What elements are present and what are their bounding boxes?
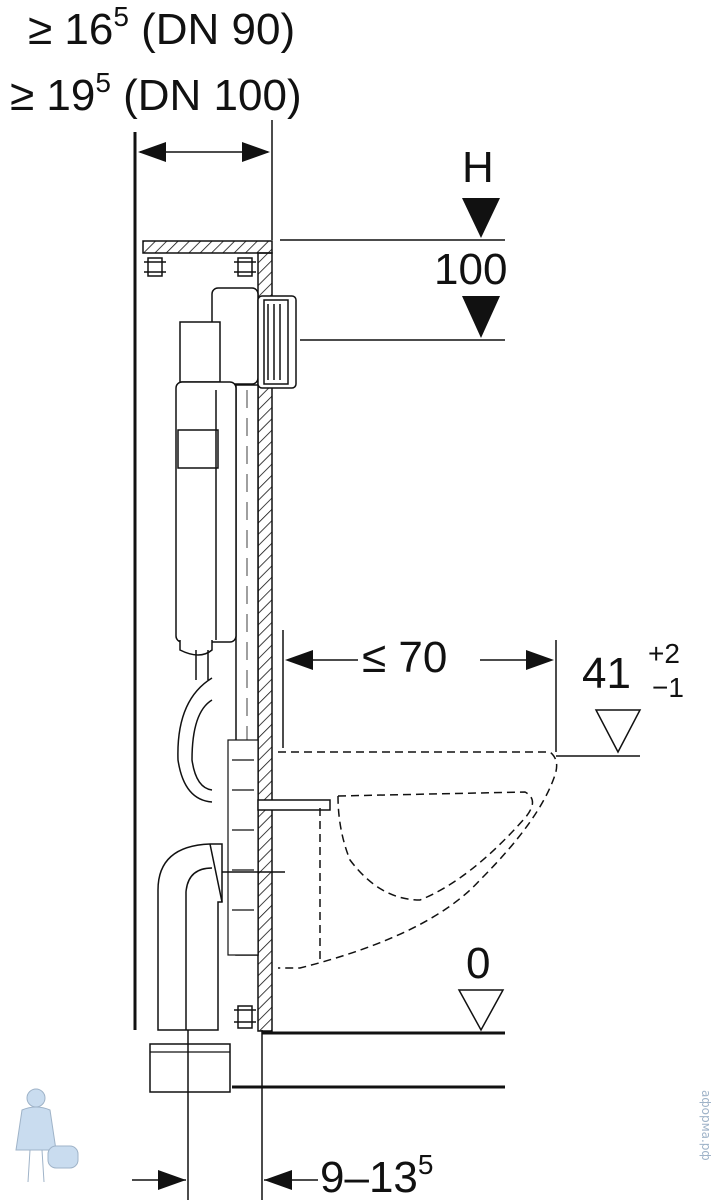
flush-plate-frame — [257, 295, 297, 389]
frame-top-bar — [142, 240, 273, 254]
depth-label-dn100: ≥ 195 (DN 100) — [10, 67, 302, 120]
seat-level-triangle — [594, 709, 642, 754]
proj-arrow-right — [526, 650, 554, 670]
wall-offset-label: 9–135 — [320, 1149, 434, 1202]
seat-height-label: 41 — [582, 649, 631, 698]
h-arrow-bottom — [462, 296, 500, 338]
drain-pipe — [157, 843, 285, 1031]
depth-arrow-left — [138, 142, 166, 162]
cistern — [175, 287, 259, 656]
seat-tol-minus: −1 — [652, 672, 684, 703]
plumber-logo — [15, 1088, 79, 1183]
anchor-bottom — [234, 1005, 256, 1029]
bracket-block — [227, 739, 259, 956]
anchor-top-left — [144, 257, 166, 277]
drain-connector — [149, 1043, 231, 1093]
h-arrow-top — [462, 198, 500, 238]
wc-bowl-outline — [278, 751, 558, 969]
floor-level-triangle — [457, 989, 505, 1032]
offset-arrow-left — [158, 1170, 186, 1190]
mounting-bolt — [257, 799, 331, 811]
flush-marker-label: H — [462, 143, 494, 192]
seat-tol-plus: +2 — [648, 638, 680, 669]
flush-pipe — [177, 650, 213, 803]
watermark-text: аформа.рф — [699, 1090, 713, 1161]
anchor-top-right — [234, 257, 256, 277]
proj-arrow-left — [285, 650, 313, 670]
depth-arrow-right — [242, 142, 270, 162]
flush-distance-label: 100 — [434, 245, 508, 294]
bowl-projection-label: ≤ 70 — [362, 633, 448, 682]
depth-label-dn90: ≥ 165 (DN 90) — [28, 1, 296, 54]
floor-level-label: 0 — [466, 939, 491, 988]
offset-arrow-right — [264, 1170, 292, 1190]
